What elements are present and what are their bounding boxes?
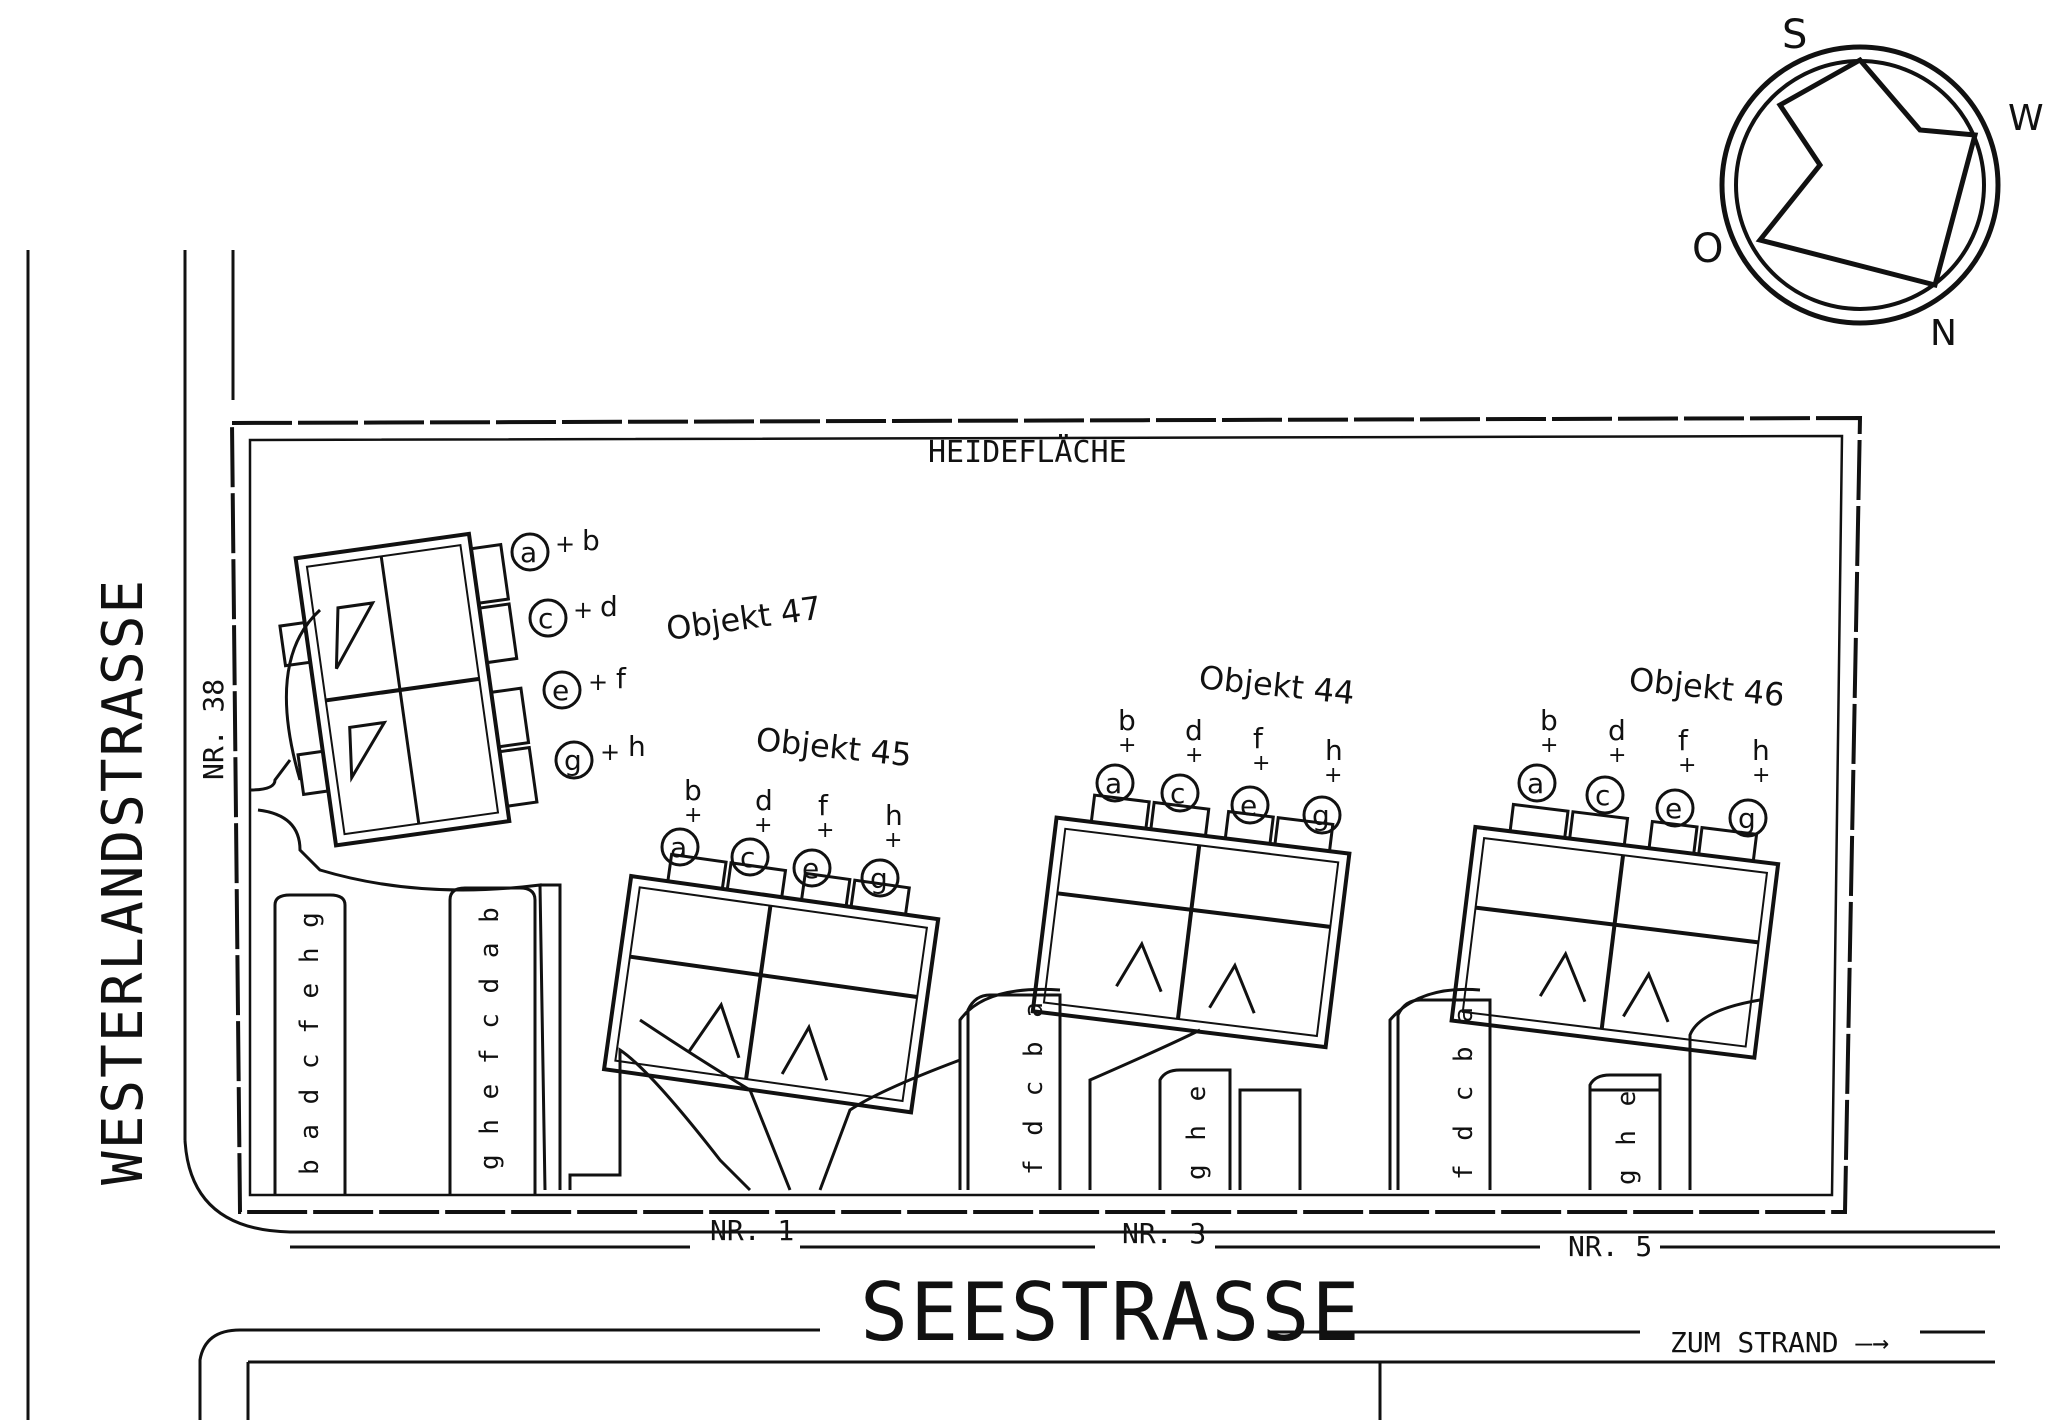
unit-plain-label: f <box>616 662 627 695</box>
unit-plain-label: b <box>1118 704 1136 737</box>
unit-labels-objekt-47: a b c d e f g h + + + + <box>510 524 646 780</box>
unit-plain-label: f <box>1253 722 1264 755</box>
parking-area-44-left <box>966 993 1062 1190</box>
unit-labels-objekt-45: b + a d + c f + e h + g <box>660 774 903 898</box>
compass-label-w: W <box>2008 98 2044 139</box>
parking-area-west-2 <box>448 886 537 1195</box>
plus-sign: + <box>1540 733 1558 758</box>
building-objekt-46 <box>1449 802 1781 1060</box>
unit-plain-label: f <box>1678 724 1689 757</box>
parking-area-44-right <box>1158 1068 1232 1190</box>
unit-circle-label: e <box>552 674 569 707</box>
unit-circle-label: a <box>1527 767 1544 800</box>
parking-area-46-left <box>1396 998 1492 1190</box>
plus-sign: + <box>884 828 902 853</box>
plus-sign: + <box>816 818 834 843</box>
seestrasse-road <box>183 1139 2000 1420</box>
parking-area-west-1 <box>273 893 347 1195</box>
unit-plain-label: d <box>600 590 618 623</box>
building-objekt-47 <box>278 531 539 848</box>
street-label-westerlandstrasse: WESTERLANDSTRASSE <box>91 578 156 1185</box>
compass-rose <box>1719 44 2001 326</box>
unit-plain-label: d <box>1608 714 1626 747</box>
unit-circle-label: e <box>802 852 819 885</box>
unit-plain-label: b <box>582 524 600 557</box>
house-number-38: NR. 38 <box>197 679 230 780</box>
unit-plain-label: d <box>1185 714 1203 747</box>
unit-circle-label: c <box>1595 779 1610 812</box>
unit-circle-label: g <box>870 862 888 895</box>
plus-sign: + <box>1678 753 1696 778</box>
plus-sign: + <box>754 813 772 838</box>
parking-letters-west-2: g h e f c d a b <box>475 905 505 1170</box>
plus-sign: + <box>573 596 593 624</box>
parking-letters-west-1: b a d c f e h g <box>295 910 325 1175</box>
compass-label-n: N <box>1930 313 1957 354</box>
unit-plain-label: h <box>628 730 646 763</box>
building-objekt-45 <box>601 852 941 1115</box>
unit-circle-label: e <box>1665 792 1682 825</box>
object-label-44: Objekt 44 <box>1197 658 1356 712</box>
unit-circle-label: g <box>564 744 582 777</box>
unit-circle-label: e <box>1240 789 1257 822</box>
plus-sign: + <box>600 738 620 766</box>
westerlandstrasse-road <box>26 250 235 1420</box>
house-number-1: NR. 1 <box>710 1214 794 1247</box>
object-label-47: Objekt 47 <box>664 589 824 648</box>
unit-plain-label: f <box>818 789 829 822</box>
unit-plain-label: d <box>755 784 773 817</box>
parking-letters-44-left: f d c b a <box>1019 998 1049 1175</box>
property-boundary <box>229 415 1863 1214</box>
plus-sign: + <box>1752 763 1770 788</box>
building-objekt-44 <box>1030 793 1352 1050</box>
unit-circle-label: g <box>1738 802 1756 835</box>
unit-circle-label: a <box>520 536 537 569</box>
unit-labels-objekt-44: b + a d + c f + e h + g <box>1095 704 1343 835</box>
object-label-46: Objekt 46 <box>1627 660 1786 714</box>
unit-labels-objekt-46: b + a d + c f + e h + g <box>1517 704 1770 838</box>
parking-letters-46-right: g h e <box>1612 1087 1642 1185</box>
plus-sign: + <box>1252 751 1270 776</box>
unit-circle-label: a <box>1105 767 1122 800</box>
parking-area-46-right <box>1588 1073 1662 1190</box>
plus-sign: + <box>588 668 608 696</box>
plus-sign: + <box>1185 743 1203 768</box>
street-label-seestrasse: SEESTRASSE <box>860 1266 1362 1359</box>
parking-letters-46-left: f d c b a <box>1449 1003 1479 1180</box>
unit-plain-label: h <box>885 799 903 832</box>
object-label-45: Objekt 45 <box>754 720 913 774</box>
plus-sign: + <box>1118 733 1136 758</box>
plus-sign: + <box>684 803 702 828</box>
unit-plain-label: h <box>1325 734 1343 767</box>
unit-plain-label: b <box>684 774 702 807</box>
unit-circle-label: c <box>538 602 553 635</box>
unit-circle-label: a <box>670 831 687 864</box>
house-number-5: NR. 5 <box>1568 1230 1652 1263</box>
house-number-3: NR. 3 <box>1122 1217 1206 1250</box>
plus-sign: + <box>555 530 575 558</box>
unit-circle-label: g <box>1312 799 1330 832</box>
compass-label-o: O <box>1692 226 1723 272</box>
unit-plain-label: b <box>1540 704 1558 737</box>
parking-letters-44-right: g h e <box>1182 1082 1212 1180</box>
plus-sign: + <box>1608 743 1626 768</box>
plus-sign: + <box>1324 763 1342 788</box>
unit-plain-label: h <box>1752 734 1770 767</box>
beach-direction-label: ZUM STRAND —→ <box>1670 1326 1889 1359</box>
unit-circle-label: c <box>740 841 755 874</box>
heath-area-label: HEIDEFLÄCHE <box>928 434 1127 470</box>
compass-label-s: S <box>1782 12 1807 58</box>
unit-circle-label: c <box>1170 777 1185 810</box>
